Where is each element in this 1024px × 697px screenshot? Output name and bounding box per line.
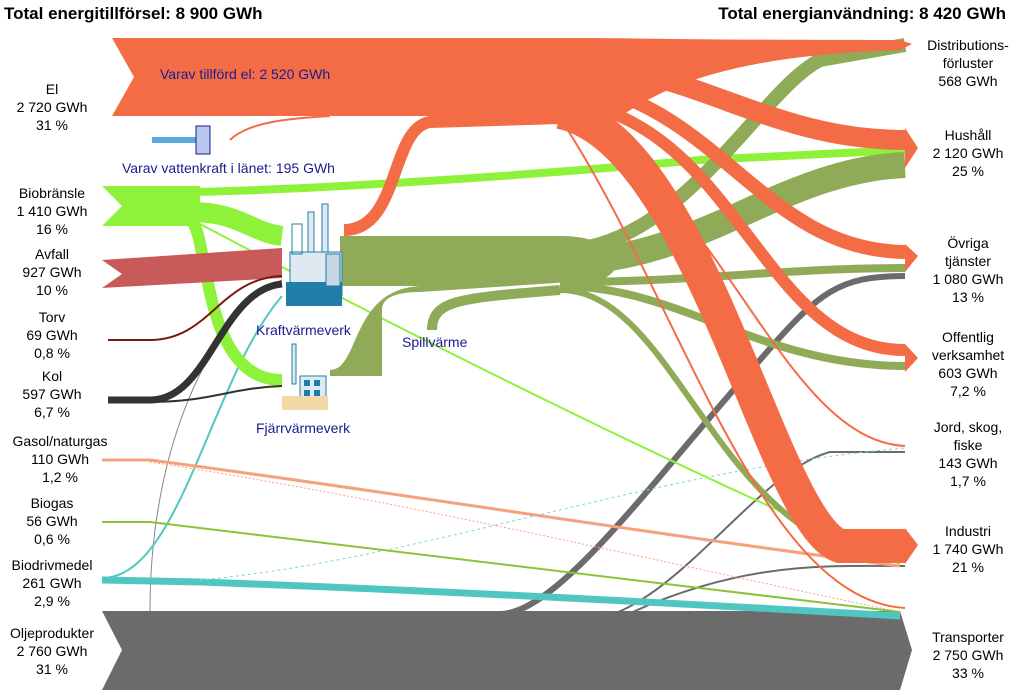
arrow-ovriga: [905, 244, 918, 272]
flow-biodrivmedel-transporter: [101, 576, 901, 620]
flow-kraftvarme-fjarrvarme: [330, 236, 617, 376]
flow-el-offentlig: [559, 94, 906, 356]
flow-el-source: [112, 38, 912, 116]
flow-heat-ovriga: [559, 264, 906, 286]
header-total-use: Total energianvändning: 8 420 GWh: [718, 4, 1006, 23]
flow-el-ovriga: [559, 73, 906, 259]
flow-bio-fjarrvarme: [185, 214, 283, 386]
arrow-hushall: [905, 128, 918, 168]
flow-el-kraftvarme: [229, 115, 331, 141]
annotation-vattenkraft: Varav vattenkraft i länet: 195 GWh: [122, 160, 335, 176]
flow-olje-industri: [619, 564, 906, 619]
flow-bio-kraftvarme: [189, 202, 284, 246]
flow-kraftvarme-el: [343, 112, 561, 236]
flow-kol-fjarrvarme: [149, 385, 283, 403]
arrow-industri: [905, 528, 918, 564]
flow-kol-kraftvarme: [108, 280, 283, 404]
flow-spillvarme: [427, 285, 561, 331]
flow-bio-source: [102, 186, 200, 226]
annotation-el-tillford: Varav tillförd el: 2 520 GWh: [160, 66, 331, 82]
flow-olje-ovriga: [499, 273, 906, 617]
kraftvarmeverk-plant-icon: [286, 203, 343, 306]
annotation-kraftvarmeverk: Kraftvärmeverk: [256, 322, 351, 338]
flow-gasol-transporter: [149, 461, 901, 613]
flow-biodrivmedel-kraftvarme: [101, 295, 283, 579]
flow-avfall-kraftvarme: [102, 248, 282, 288]
vattenkraft-box-icon: [195, 125, 211, 155]
flow-el-transporter: [559, 117, 906, 609]
flow-biogas-transporter: [102, 521, 901, 613]
flow-el-jord: [559, 115, 906, 447]
annotation-spillvarme: Spillvärme: [402, 334, 468, 350]
arrow-offentlig: [905, 344, 918, 372]
flow-gasol-industri: [102, 458, 901, 568]
flow-olje-transporter: [102, 611, 912, 690]
annotation-fjarrvarmeverk: Fjärrvärmeverk: [256, 420, 351, 436]
header-total-supply: Total energitillförsel: 8 900 GWh: [4, 4, 263, 23]
flow-el-industri: [555, 95, 905, 563]
flow-torv-kraftvarme: [108, 275, 283, 341]
fjarrvarmeverk-plant-icon: [282, 343, 328, 410]
flow-el-hushall: [559, 50, 906, 150]
